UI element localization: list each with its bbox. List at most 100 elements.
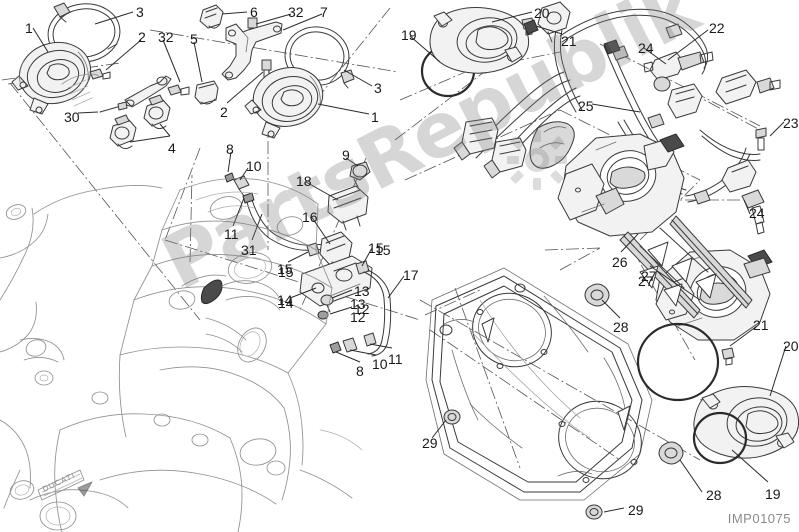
svg-text:DUCATI: DUCATI bbox=[41, 471, 77, 494]
group-throttle-body-vertical-right bbox=[194, 4, 355, 139]
callout-number: 2 bbox=[220, 104, 228, 120]
part-15-clamp-b bbox=[355, 260, 370, 275]
callout-number: 30 bbox=[64, 109, 80, 125]
part-12-washer bbox=[317, 310, 329, 320]
part-8-fitting-lower bbox=[329, 341, 342, 354]
group-fuel-lines-left bbox=[224, 161, 392, 357]
group-throttle-body-assembly bbox=[557, 133, 773, 341]
callout-number: 27 bbox=[641, 268, 657, 284]
callout-number: 18 bbox=[296, 173, 312, 189]
part-2-screw-left bbox=[89, 68, 111, 80]
callout-number: 11 bbox=[388, 351, 403, 367]
callout-number: 25 bbox=[578, 98, 594, 114]
callout-number: 14 bbox=[277, 292, 293, 308]
callout-number: 4 bbox=[168, 140, 176, 156]
callout-number: 19 bbox=[401, 27, 417, 43]
callout-number: 5 bbox=[190, 31, 198, 47]
group-airbox-assembly bbox=[425, 267, 799, 520]
callout-number: 7 bbox=[320, 4, 328, 20]
group-air-intake-and-harness bbox=[420, 1, 781, 235]
engine-assembly-illustration: DUCATI bbox=[0, 73, 363, 532]
part-29-plug-left bbox=[443, 409, 461, 425]
part-5-cap bbox=[194, 80, 219, 105]
part-6-clip bbox=[199, 4, 224, 29]
ducati-badge: DUCATI bbox=[37, 469, 93, 501]
group-throttle-body-vertical-left bbox=[11, 2, 190, 150]
callout-number: 8 bbox=[226, 141, 234, 157]
part-30-cable-bracket bbox=[99, 75, 172, 113]
callout-number: 8 bbox=[356, 363, 364, 379]
hose-end-fitting bbox=[537, 1, 571, 43]
part-25-wiring-harness bbox=[453, 71, 581, 179]
part-20-intake-horn-lower bbox=[693, 386, 799, 459]
callout-number: 6 bbox=[250, 4, 258, 20]
part-20-intake-horn-upper bbox=[429, 7, 530, 74]
part-10-connector-upper bbox=[233, 175, 250, 197]
callout-number: 13 bbox=[350, 296, 366, 312]
part-7-support-bracket bbox=[221, 21, 283, 81]
callout-number: 29 bbox=[422, 435, 438, 451]
part-29-plug-bottom bbox=[585, 504, 603, 520]
part-1-throttle-body-left bbox=[11, 42, 92, 115]
part-19-oring-lower bbox=[692, 411, 748, 465]
callout-number: 3 bbox=[136, 4, 144, 20]
callout-number: 13 bbox=[354, 283, 370, 299]
part-23-screw-right bbox=[755, 77, 781, 151]
part-4-sensor-a bbox=[143, 94, 171, 130]
part-11-clamp-upper bbox=[242, 192, 255, 204]
callout-number: 1 bbox=[371, 109, 379, 125]
callout-number: 12 bbox=[350, 309, 366, 325]
part-11-clamp-lower bbox=[363, 332, 377, 347]
part-27-manifold-plate bbox=[639, 227, 717, 307]
callout-number: 3 bbox=[374, 80, 382, 96]
part-24-injector-lower bbox=[721, 159, 765, 235]
callout-number: 17 bbox=[403, 267, 419, 283]
callout-number: 24 bbox=[638, 40, 654, 56]
callout-number: 11 bbox=[224, 226, 239, 242]
callout-number: 20 bbox=[534, 5, 550, 21]
callout-number: 23 bbox=[783, 115, 799, 131]
callout-number: 24 bbox=[749, 205, 765, 221]
part-28-grommet-bottom bbox=[658, 441, 684, 465]
callout-number: 10 bbox=[246, 158, 262, 174]
callout-number: 28 bbox=[706, 487, 722, 503]
leader-lines bbox=[32, 11, 787, 513]
callout-number: 15 bbox=[375, 242, 391, 258]
callout-number: 22 bbox=[709, 20, 725, 36]
hose-end-fitting-right bbox=[715, 69, 757, 105]
callout-number: 19 bbox=[765, 486, 781, 502]
callout-number: 16 bbox=[302, 209, 318, 225]
part-13-nut bbox=[320, 294, 334, 313]
callout-number: 9 bbox=[342, 147, 350, 163]
part-4-sensor-b bbox=[109, 114, 137, 150]
callout-number: 15 bbox=[277, 261, 293, 277]
callout-number: 20 bbox=[783, 338, 799, 354]
callout-number: 21 bbox=[561, 33, 577, 49]
callout-number: 21 bbox=[753, 317, 769, 333]
part-17-fuel-pipe bbox=[363, 269, 392, 357]
callout-number: 15 bbox=[278, 264, 294, 280]
callout-number: 10 bbox=[372, 356, 388, 372]
callout-number: 32 bbox=[158, 29, 174, 45]
throttle-body-upper-unit bbox=[557, 133, 685, 237]
figure-id-label: IMP01075 bbox=[727, 511, 791, 526]
callout-number: 12 bbox=[354, 301, 370, 317]
callout-number: 15 bbox=[368, 240, 384, 256]
part-26-linkage-bar bbox=[619, 215, 753, 319]
part-8-fitting-upper bbox=[224, 172, 235, 183]
airbox-lower-half bbox=[425, 267, 653, 501]
callout-number: 28 bbox=[613, 319, 629, 335]
part-10-connector-lower bbox=[342, 337, 358, 353]
part-14-injector-plate bbox=[299, 255, 373, 307]
part-1-throttle-body-right bbox=[244, 67, 324, 139]
callout-number: 31 bbox=[241, 242, 257, 258]
part-32-screw-left bbox=[167, 84, 190, 96]
callout-number: 26 bbox=[612, 254, 628, 270]
callout-number: 1 bbox=[25, 20, 33, 36]
callout-number: 2 bbox=[138, 29, 146, 45]
harness-connector-block bbox=[667, 83, 703, 119]
part-24-injector-upper bbox=[643, 51, 714, 92]
part-9-seal-centre bbox=[349, 161, 371, 188]
